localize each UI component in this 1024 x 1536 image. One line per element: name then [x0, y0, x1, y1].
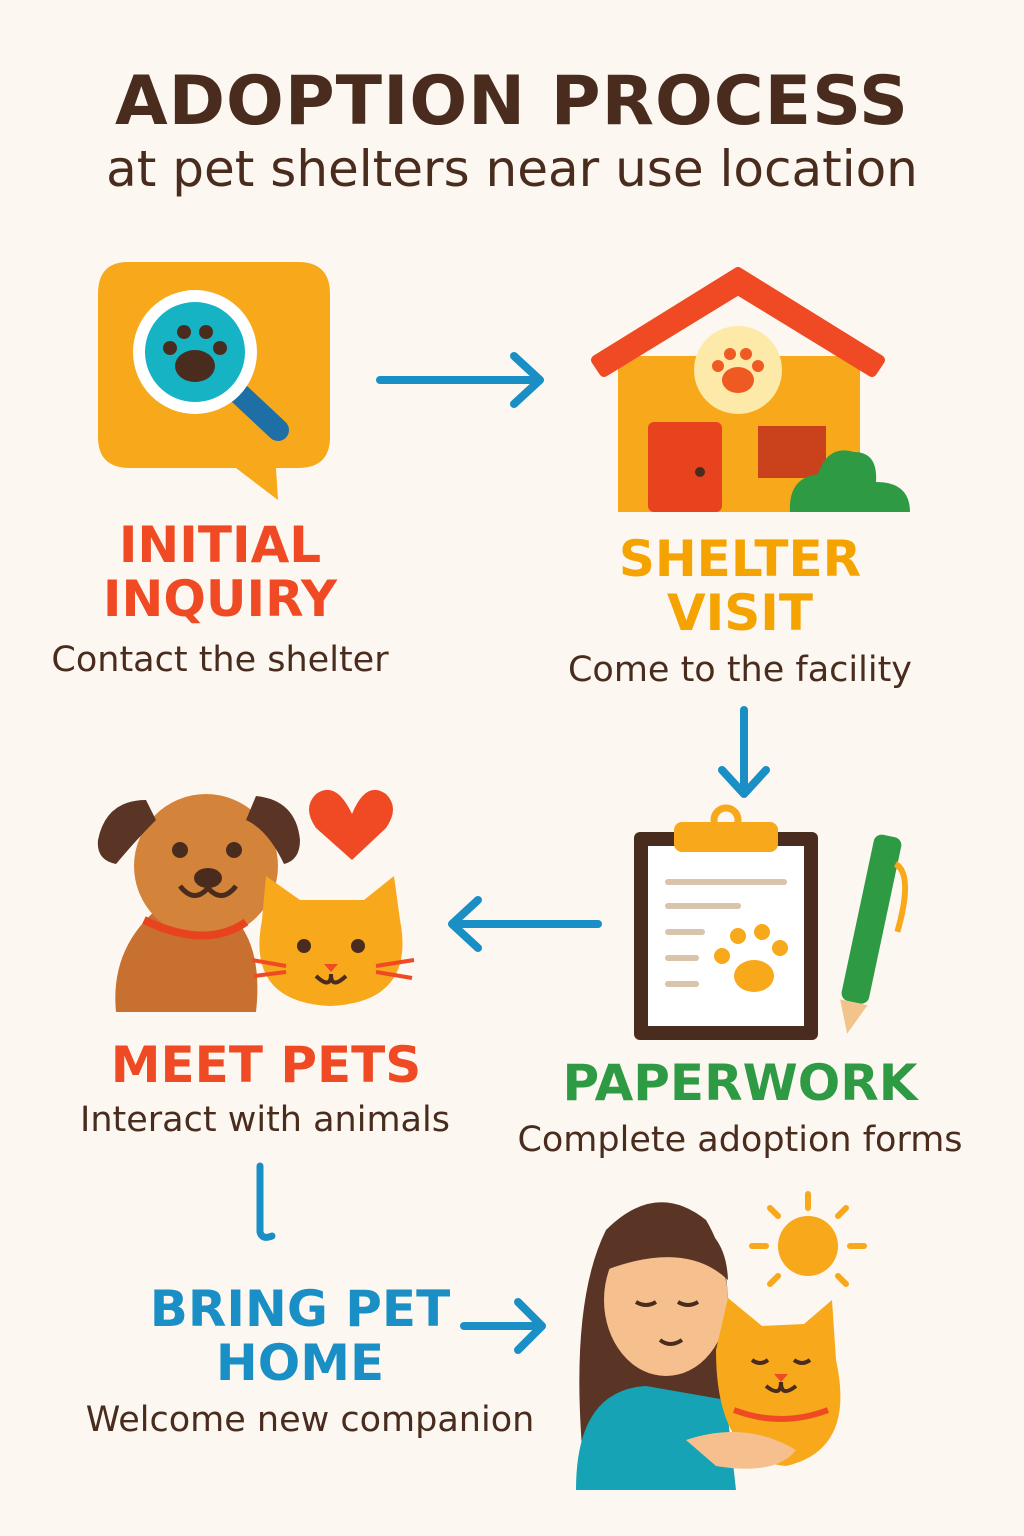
- title-line: INITIAL: [118, 516, 322, 574]
- magnifier-paw-chat-icon: [98, 262, 330, 500]
- arrow-left-icon: [448, 896, 602, 952]
- title-line: BRING PET: [149, 1280, 451, 1338]
- arrow-right-icon: [376, 352, 544, 408]
- step-initial-inquiry-title: INITIAL INQUIRY: [40, 518, 400, 626]
- step-bring-pet-home-title: BRING PET HOME: [100, 1282, 500, 1390]
- arrow-right-icon: [460, 1298, 546, 1354]
- step-shelter-visit-title: SHELTER VISIT: [560, 532, 920, 640]
- arrow-down-icon: [718, 706, 770, 798]
- dog-cat-heart-icon: [97, 789, 415, 1012]
- step-bring-pet-home-description: Welcome new companion: [85, 1400, 535, 1440]
- step-paperwork-title: PAPERWORK: [562, 1054, 918, 1112]
- step-meet-pets-title: MEET PETS: [110, 1036, 422, 1094]
- step-shelter-visit-description: Come to the facility: [567, 650, 913, 690]
- step-initial-inquiry-description: Contact the shelter: [51, 640, 389, 680]
- shelter-house-icon: [591, 267, 910, 512]
- page-subtitle: at pet shelters near use location: [106, 140, 918, 198]
- title-line: HOME: [215, 1334, 385, 1392]
- person-hugging-cat-icon: [576, 1191, 867, 1490]
- title-line: INQUIRY: [102, 570, 338, 628]
- arrow-down-small-icon: [256, 1162, 276, 1241]
- page-title: ADOPTION PROCESS: [114, 62, 910, 141]
- title-line: VISIT: [666, 584, 814, 642]
- step-paperwork-description: Complete adoption forms: [517, 1120, 963, 1160]
- clipboard-pen-icon: [634, 804, 909, 1040]
- step-meet-pets-description: Interact with animals: [80, 1100, 450, 1140]
- title-line: SHELTER: [618, 530, 862, 588]
